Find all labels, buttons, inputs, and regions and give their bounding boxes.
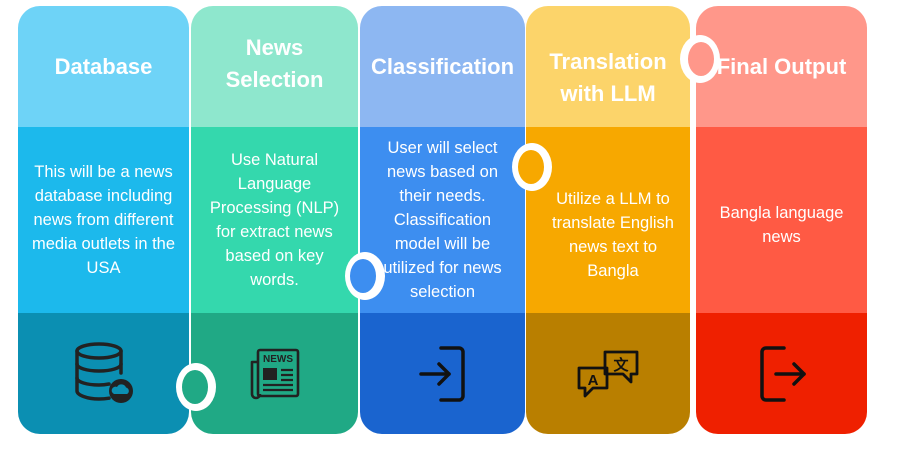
step-final-output: Final Output Bangla language news (696, 6, 867, 434)
step-description: User will select news based on their nee… (383, 139, 502, 301)
step-title: Final Output (716, 53, 847, 79)
step-database: Database This will be a news database in… (18, 6, 189, 434)
svg-text:文: 文 (613, 356, 629, 374)
puzzle-connector (182, 370, 208, 404)
step-classification: Classification User will select news bas… (360, 6, 525, 434)
translate-icon: A 文 (526, 313, 690, 434)
svg-text:A: A (588, 372, 599, 389)
puzzle-connector (688, 42, 714, 76)
sign-out-icon (696, 313, 867, 434)
puzzle-connector (518, 150, 544, 184)
sign-in-icon (360, 313, 525, 434)
step-title: Translation with LLM (549, 49, 667, 106)
step-translation: Translation with LLM Utilize a LLM to tr… (526, 6, 690, 434)
step-description: Utilize a LLM to translate English news … (552, 190, 674, 280)
newspaper-icon: NEWS (191, 313, 358, 434)
database-cloud-icon (18, 313, 189, 434)
step-news-selection: News Selection Use Natural Language Proc… (191, 6, 358, 434)
puzzle-connector (350, 259, 376, 293)
step-title: Classification (370, 53, 515, 79)
step-title: News Selection (225, 35, 324, 92)
svg-text:NEWS: NEWS (263, 354, 293, 365)
step-description: This will be a news database including n… (31, 163, 176, 277)
step-title: Database (54, 53, 153, 79)
step-description: Bangla language news (719, 204, 844, 246)
step-description: Use Natural Language Processing (NLP) fo… (209, 151, 340, 289)
